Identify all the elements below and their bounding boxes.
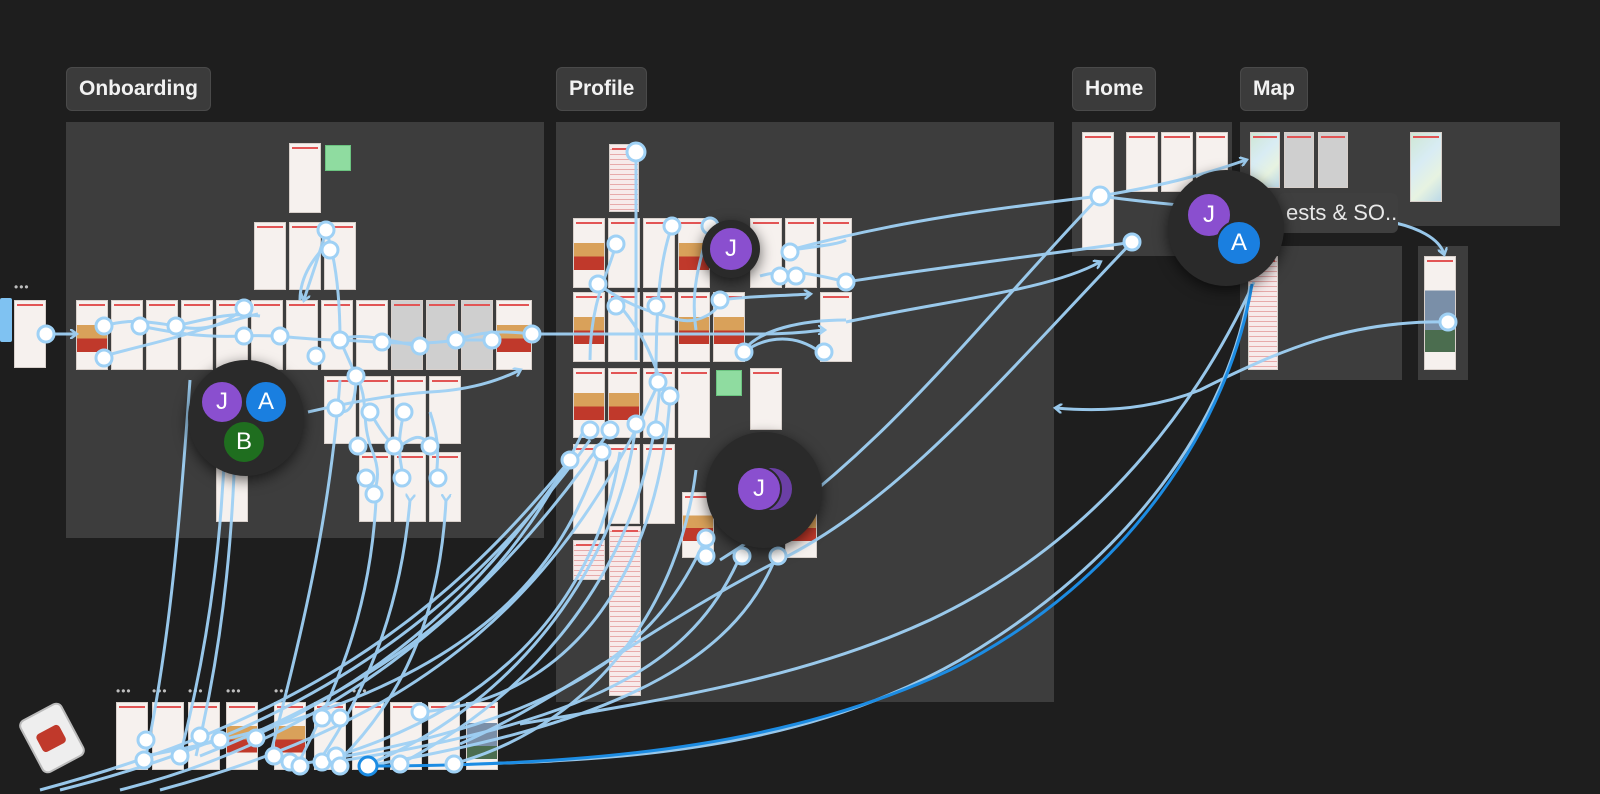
avatar-j[interactable]: J xyxy=(736,466,782,512)
screen-frame[interactable] xyxy=(608,368,640,438)
screen-frame[interactable] xyxy=(785,218,817,288)
avatar-a[interactable]: A xyxy=(1216,220,1262,266)
more-icon[interactable]: ••• xyxy=(352,684,368,698)
screen-frame[interactable] xyxy=(496,300,532,370)
screen-frame[interactable] xyxy=(678,368,710,438)
screen-frame[interactable] xyxy=(181,300,213,370)
screen-frame[interactable] xyxy=(1318,132,1348,188)
screen-frame[interactable] xyxy=(359,452,391,522)
collaborator-cluster-onboarding[interactable]: J A B xyxy=(188,360,304,476)
more-icon[interactable]: ••• xyxy=(14,280,30,294)
screen-frame[interactable] xyxy=(321,300,353,370)
screen-frame[interactable] xyxy=(608,292,640,362)
screen-frame[interactable] xyxy=(188,702,220,770)
screen-frame[interactable] xyxy=(820,292,852,362)
screen-frame[interactable] xyxy=(116,702,148,770)
screen-frame[interactable] xyxy=(678,292,710,362)
screen-frame[interactable] xyxy=(609,526,641,696)
avatar-b[interactable]: B xyxy=(222,420,266,464)
screen-frame[interactable] xyxy=(352,702,384,770)
more-icon[interactable]: ••• xyxy=(274,684,290,698)
phone-device-icon[interactable] xyxy=(16,700,88,776)
section-label-home[interactable]: Home xyxy=(1072,67,1157,111)
screen-frame[interactable] xyxy=(1082,132,1114,250)
avatar-a[interactable]: A xyxy=(244,380,288,424)
screen-frame[interactable] xyxy=(466,702,498,770)
screen-frame[interactable] xyxy=(289,222,321,290)
sticky-note[interactable] xyxy=(716,370,742,396)
screen-frame[interactable] xyxy=(429,376,461,444)
screen-frame[interactable] xyxy=(356,300,388,370)
more-icon[interactable]: ••• xyxy=(226,684,242,698)
screen-frame[interactable] xyxy=(573,292,605,362)
sticky-note[interactable] xyxy=(325,145,351,171)
frame-handle-icon[interactable] xyxy=(0,298,12,342)
avatar-j[interactable]: J xyxy=(1186,192,1232,238)
avatar-j[interactable]: J xyxy=(200,380,244,424)
screen-frame[interactable] xyxy=(146,300,178,370)
screen-frame[interactable] xyxy=(226,702,258,770)
frame-name-label: ests & SO... xyxy=(1278,193,1398,233)
screen-frame[interactable] xyxy=(713,292,745,362)
screen-frame[interactable] xyxy=(643,218,675,288)
screen-frame[interactable] xyxy=(14,300,46,368)
screen-frame[interactable] xyxy=(461,300,493,370)
screen-frame[interactable] xyxy=(643,292,675,362)
avatar-j[interactable]: J xyxy=(708,226,754,272)
screen-frame[interactable] xyxy=(152,702,184,770)
collaborator-cluster-profile-top[interactable]: J xyxy=(702,220,760,278)
screen-frame[interactable] xyxy=(251,300,283,370)
screen-frame[interactable] xyxy=(1424,256,1456,370)
screen-frame[interactable] xyxy=(428,702,460,770)
screen-frame[interactable] xyxy=(391,300,423,370)
screen-frame[interactable] xyxy=(750,368,782,430)
screen-frame[interactable] xyxy=(643,368,675,438)
screen-frame[interactable] xyxy=(314,702,346,770)
section-label-onboarding[interactable]: Onboarding xyxy=(66,67,211,111)
screen-frame[interactable] xyxy=(573,444,605,534)
screen-frame[interactable] xyxy=(426,300,458,370)
screen-frame[interactable] xyxy=(1410,132,1442,202)
screen-frame[interactable] xyxy=(394,376,426,444)
screen-frame[interactable] xyxy=(394,452,426,522)
screen-frame[interactable] xyxy=(254,222,286,290)
screen-frame[interactable] xyxy=(429,452,461,522)
more-icon[interactable]: ••• xyxy=(116,684,132,698)
collaborator-cluster-profile-bottom[interactable]: J xyxy=(706,432,822,548)
screen-frame[interactable] xyxy=(111,300,143,370)
screen-frame[interactable] xyxy=(324,222,356,290)
collaborator-cluster-home[interactable]: J A xyxy=(1168,170,1284,286)
section-label-map[interactable]: Map xyxy=(1240,67,1308,111)
screen-frame[interactable] xyxy=(76,300,108,370)
screen-frame[interactable] xyxy=(324,376,356,444)
screen-frame[interactable] xyxy=(573,218,605,288)
screen-frame[interactable] xyxy=(643,444,675,524)
screen-frame[interactable] xyxy=(608,218,640,288)
screen-frame[interactable] xyxy=(573,540,605,580)
screen-frame[interactable] xyxy=(820,218,852,288)
section-label-profile[interactable]: Profile xyxy=(556,67,648,111)
screen-frame[interactable] xyxy=(390,702,422,770)
screen-frame[interactable] xyxy=(274,702,306,770)
screen-frame[interactable] xyxy=(609,144,639,212)
screen-frame[interactable] xyxy=(608,444,640,524)
more-icon[interactable]: ••• xyxy=(188,684,204,698)
screen-frame[interactable] xyxy=(1126,132,1158,192)
screen-frame[interactable] xyxy=(289,143,321,213)
more-icon[interactable]: ••• xyxy=(152,684,168,698)
screen-frame[interactable] xyxy=(286,300,318,370)
screen-frame[interactable] xyxy=(573,368,605,438)
screen-frame[interactable] xyxy=(1284,132,1314,188)
screen-frame[interactable] xyxy=(359,376,391,444)
